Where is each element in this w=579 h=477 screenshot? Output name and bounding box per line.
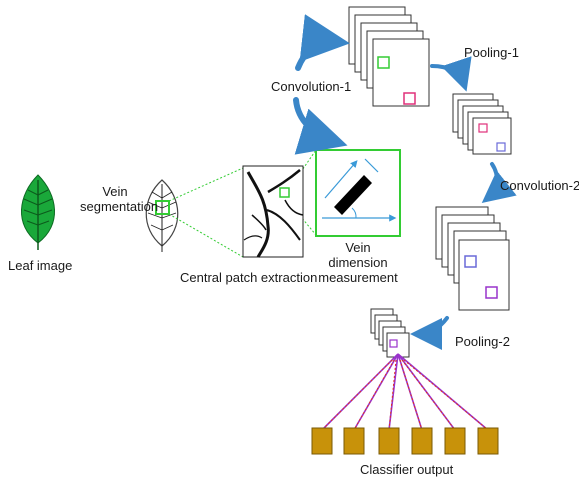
conv2-feature-maps <box>435 206 510 311</box>
leaf-icon <box>21 174 55 250</box>
classifier-unit <box>311 427 333 455</box>
pooling-1-label: Pooling-1 <box>464 45 519 60</box>
conv2-arrow <box>481 162 517 204</box>
vein-patch-icon <box>242 165 304 258</box>
classifier-output-label: Classifier output <box>360 462 454 477</box>
conv1-arrow-upper <box>295 14 350 71</box>
pooling1-arrow <box>430 56 472 92</box>
convolution-1-label: Convolution-1 <box>271 79 352 94</box>
leaf-image-label: Leaf image <box>8 258 73 273</box>
classifier-unit <box>343 427 365 455</box>
classifier-connections <box>321 353 489 431</box>
vein-dimension-measurement-label: Vein dimension measurement <box>316 240 400 285</box>
convolution-2-label: Convolution-2 <box>500 178 579 193</box>
measurement-icon <box>315 149 401 237</box>
pooling2-arrow <box>410 316 449 350</box>
pool1-feature-maps <box>452 93 512 155</box>
flow-arrows <box>293 14 517 350</box>
vein-leaf-icon <box>145 179 179 252</box>
conv1-feature-maps <box>348 6 430 107</box>
pool2-feature-maps <box>370 308 410 358</box>
vein-dimension-line1: Vein <box>345 240 371 255</box>
pooling-2-label: Pooling-2 <box>455 334 510 349</box>
vein-dimension-line3: measurement <box>318 270 398 285</box>
vein-segmentation-line2: segmentation <box>80 199 159 214</box>
vein-segmentation-line1: Vein <box>102 184 128 199</box>
conv1-arrow-lower <box>293 97 348 155</box>
vein-segmentation-label: Vein segmentation <box>80 184 159 214</box>
classifier-units <box>311 427 499 455</box>
vein-dimension-line2: dimension <box>328 255 388 270</box>
central-patch-extraction-label: Central patch extraction <box>180 270 318 285</box>
classifier-unit <box>444 427 466 455</box>
classifier-unit <box>378 427 400 455</box>
classifier-unit <box>411 427 433 455</box>
classifier-unit <box>477 427 499 455</box>
